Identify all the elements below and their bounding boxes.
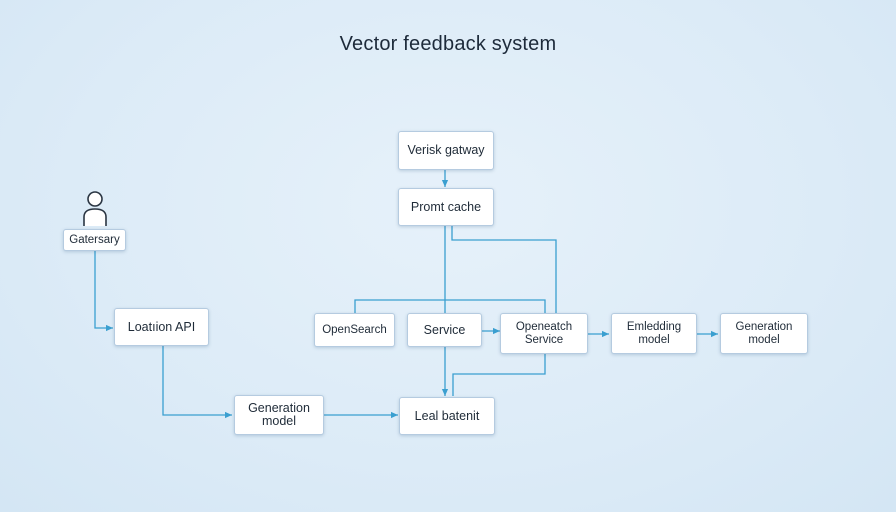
generation-model-right-label: Generation model [735,320,793,346]
edge-gateway-location-api [94,251,113,332]
opensearch-service-node: Openeatch Service [500,313,588,354]
opensearch-service-label: Openeatch Service [515,320,573,346]
lead-batch-node: Leal batenit [399,397,495,435]
prompt-cache-node: Promt cache [398,188,494,226]
generation-model-right-node: Generation model [720,313,808,354]
edge-branch-top [354,299,546,314]
diagram-title: Vector feedback system [339,33,557,55]
verisk-gateway-node: Verisk gatway [398,131,494,170]
embedding-model-label: Emledding model [626,320,682,346]
embedding-model-node: Emledding model [611,313,697,354]
generation-model-left-label: Generation model [248,401,310,428]
gateway-node: Gatersary [63,229,126,251]
edge-prompt-cache-loop [451,226,557,314]
generation-model-left-node: Generation model [234,395,324,435]
edge-openeatch-lead-batch [452,354,546,396]
edge-location-generation [162,346,232,419]
service-node: Service [407,313,482,347]
location-api-node: Loatıion API [114,308,209,346]
user-icon [83,191,107,226]
opensearch-node: OpenSearch [314,313,395,347]
